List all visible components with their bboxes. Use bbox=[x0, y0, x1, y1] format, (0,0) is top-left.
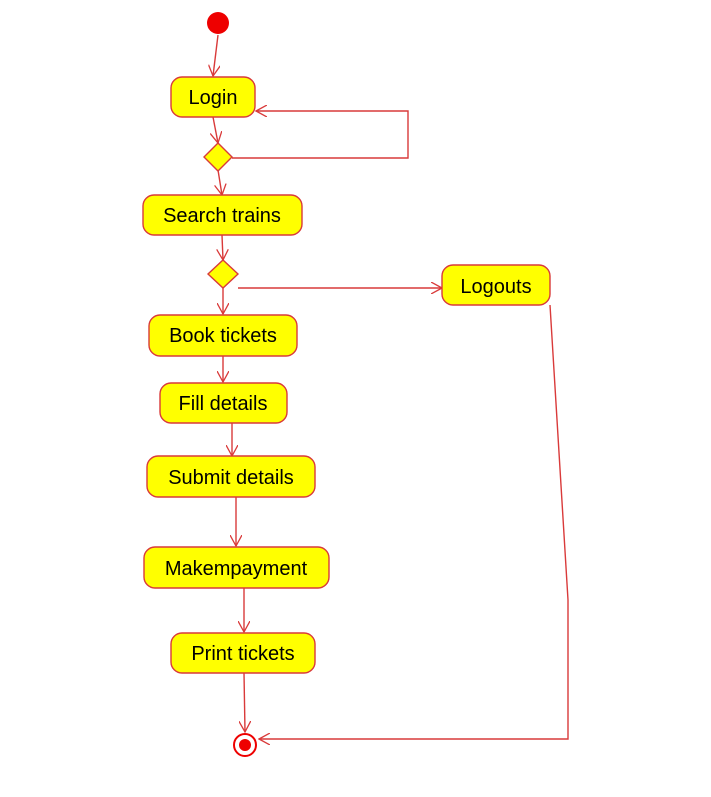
action-submit-details-label: Submit details bbox=[168, 467, 294, 489]
edge-decision1-search bbox=[218, 169, 222, 195]
action-search-trains: Search trains bbox=[142, 194, 303, 236]
edge-decision1-loopback-login bbox=[232, 111, 409, 159]
edge-print-end bbox=[244, 672, 245, 732]
action-book-tickets-label: Book tickets bbox=[169, 325, 277, 347]
action-logouts: Logouts bbox=[441, 264, 551, 306]
edge-start-login bbox=[213, 34, 218, 76]
action-search-trains-label: Search trains bbox=[163, 205, 281, 227]
action-print-tickets-label: Print tickets bbox=[191, 643, 294, 665]
action-make-payment: Makempayment bbox=[143, 546, 330, 589]
edge-logouts-end bbox=[259, 304, 569, 739]
action-print-tickets: Print tickets bbox=[170, 632, 316, 674]
edge-login-decision1 bbox=[213, 116, 218, 143]
decision-node-search bbox=[206, 259, 240, 289]
action-book-tickets: Book tickets bbox=[148, 314, 298, 357]
action-fill-details: Fill details bbox=[159, 382, 288, 424]
action-fill-details-label: Fill details bbox=[179, 393, 268, 415]
action-login: Login bbox=[170, 76, 256, 118]
action-login-label: Login bbox=[189, 87, 238, 109]
decision-node-login bbox=[203, 142, 233, 172]
edge-search-decision2 bbox=[222, 234, 223, 260]
action-make-payment-label: Makempayment bbox=[165, 558, 308, 580]
action-logouts-label: Logouts bbox=[460, 276, 531, 298]
final-node bbox=[233, 733, 257, 757]
action-submit-details: Submit details bbox=[146, 455, 316, 498]
initial-node bbox=[207, 12, 229, 34]
